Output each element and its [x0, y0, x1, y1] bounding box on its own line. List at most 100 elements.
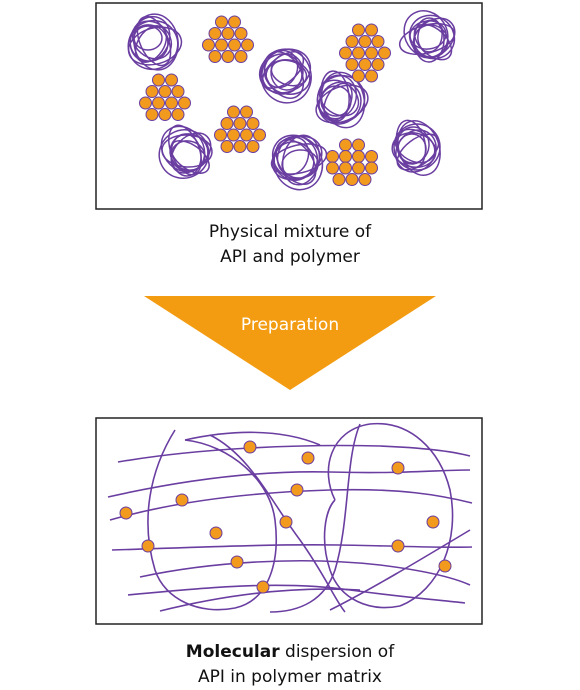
api-particle-cluster — [326, 138, 378, 186]
api-particle — [352, 46, 365, 60]
polymer-coil — [398, 10, 456, 63]
polymer-chain — [269, 423, 361, 613]
polymer-coil-loop — [398, 22, 456, 56]
api-particle — [371, 58, 385, 71]
polymer-coil-loop — [320, 71, 366, 129]
api-particle — [365, 69, 378, 83]
polymer-coil-group — [127, 10, 456, 191]
api-particle — [365, 150, 378, 163]
api-particle — [234, 27, 248, 40]
api-particle — [165, 96, 178, 110]
api-particle — [202, 38, 215, 52]
polymer-coil-loop — [395, 119, 427, 169]
api-particle — [230, 555, 244, 569]
preparation-arrow: Preparation — [144, 296, 436, 390]
api-particle — [214, 128, 227, 142]
api-particle — [378, 46, 391, 60]
api-particle — [145, 108, 159, 121]
polymer-chain-group — [107, 422, 473, 613]
molecular-dispersion-panel — [95, 417, 483, 625]
api-particle — [175, 493, 189, 507]
api-particle — [228, 38, 241, 52]
api-particle — [227, 105, 240, 119]
api-particle — [339, 161, 352, 175]
polymer-coil-loop — [136, 15, 172, 67]
api-particle — [119, 506, 133, 520]
api-particle — [141, 539, 155, 553]
api-particle — [352, 138, 365, 152]
polymer-coil-loop — [265, 59, 311, 95]
api-particle — [243, 440, 257, 454]
api-particle — [228, 15, 241, 29]
api-particle — [178, 96, 191, 110]
api-particle — [253, 128, 266, 142]
preparation-arrow-label: Preparation — [241, 315, 339, 335]
polymer-coil-loop — [397, 120, 441, 176]
caption-bold-word: Molecular — [186, 642, 280, 662]
api-particle — [438, 559, 452, 573]
api-particle — [171, 108, 185, 121]
api-particle-cluster — [202, 15, 254, 63]
molecular-dispersion-caption-line2: API in polymer matrix — [198, 667, 382, 687]
api-particle — [208, 27, 222, 40]
api-particle — [326, 150, 339, 163]
api-particle — [391, 539, 405, 553]
polymer-chain — [147, 429, 277, 611]
api-particle — [365, 23, 378, 37]
api-particle — [233, 140, 247, 153]
api-particle — [339, 150, 352, 163]
api-particle — [208, 50, 222, 63]
api-particle-cluster — [139, 73, 191, 121]
api-particle — [234, 50, 248, 63]
api-particle — [240, 105, 253, 119]
polymer-coil — [127, 13, 183, 71]
polymer-coil — [258, 48, 312, 104]
api-particle — [227, 128, 240, 142]
api-particle — [240, 128, 253, 142]
physical-mixture-caption-line2: API and polymer — [220, 247, 360, 267]
molecular-dispersion-caption-line1: Molecular dispersion of — [186, 642, 395, 662]
polymer-chain — [139, 559, 471, 586]
api-particle — [221, 50, 235, 63]
polymer-chain — [329, 529, 471, 611]
api-particle — [171, 85, 185, 98]
api-particle — [220, 140, 234, 153]
polymer-chain — [109, 488, 473, 521]
api-particle — [426, 515, 440, 529]
api-particle-cluster — [339, 23, 391, 83]
api-particle — [358, 35, 372, 48]
polymer-chain — [323, 499, 401, 609]
api-particle — [352, 150, 365, 163]
api-particle — [339, 46, 352, 60]
api-particle — [332, 173, 346, 186]
api-particle — [365, 161, 378, 175]
polymer-coil-loop — [276, 136, 310, 176]
api-particle — [345, 173, 359, 186]
api-particle — [246, 140, 260, 153]
api-particle — [165, 73, 178, 87]
api-particle — [345, 58, 359, 71]
api-particle — [152, 73, 165, 87]
api-particle — [339, 138, 352, 152]
physical-mixture-panel — [95, 2, 483, 210]
polymer-coil-loop — [170, 140, 210, 174]
polymer-coil — [315, 70, 369, 129]
api-particle — [139, 96, 152, 110]
polymer-coil-loop — [275, 139, 317, 185]
api-particle — [152, 96, 165, 110]
polymer-coil-loop — [129, 24, 169, 62]
api-particle — [279, 515, 293, 529]
polymer-coil-loop — [127, 19, 179, 71]
api-particle — [358, 58, 372, 71]
api-particle — [158, 108, 172, 121]
api-particle — [220, 117, 234, 130]
polymer-coil-loop — [316, 74, 358, 120]
api-molecule-group — [119, 440, 452, 594]
api-particle — [352, 161, 365, 175]
polymer-chain — [159, 588, 361, 612]
api-particle — [233, 117, 247, 130]
polymer-chain — [209, 434, 346, 613]
polymer-coil-loop — [323, 82, 353, 122]
api-particle — [221, 27, 235, 40]
